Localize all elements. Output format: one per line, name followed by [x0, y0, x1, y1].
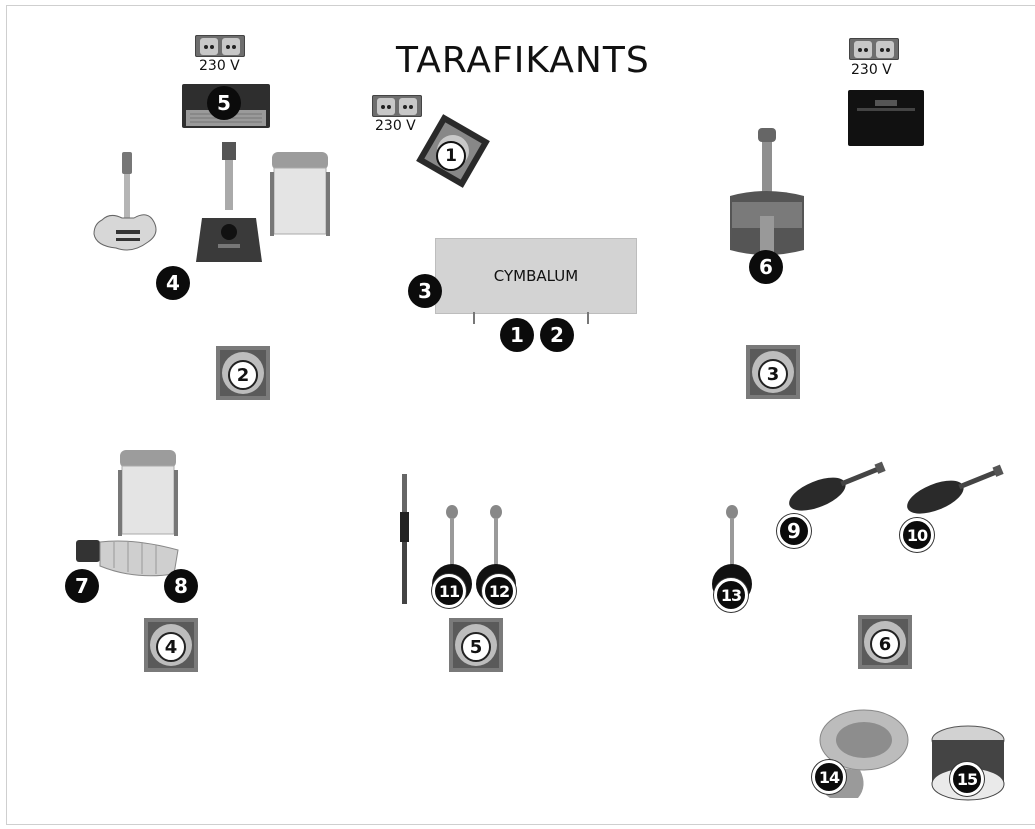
power-label: 230 V: [199, 58, 240, 74]
tuba-icon: [817, 709, 909, 798]
monitor-3-number: 3: [758, 359, 788, 389]
mic13-marker: 13: [714, 578, 748, 612]
violin10-marker: 10: [900, 518, 934, 552]
guitar-left-marker: 4: [156, 266, 190, 300]
violin-icon: [789, 461, 886, 511]
power-outlet-icon: [372, 95, 422, 117]
tuba14-marker: 14: [812, 760, 846, 794]
accordion-marker-a: 7: [65, 569, 99, 603]
cymbalum-side-marker: 3: [408, 274, 442, 308]
violin-icon: [907, 464, 1004, 514]
acoustic-guitar-icon: [196, 142, 262, 262]
microphone-stand-icon: [400, 474, 409, 604]
cymbalum-label: CYMBALUM: [493, 267, 579, 285]
monitor-5-number: 5: [461, 632, 491, 662]
power-outlet-icon: [849, 38, 899, 60]
mic12-marker: 12: [482, 574, 516, 608]
monitor-wedge-icon: 5: [449, 618, 503, 672]
double-bass-icon: [730, 128, 804, 256]
wedge-top-marker: 1: [436, 141, 466, 171]
cymbalum-mic2-marker: 2: [540, 318, 574, 352]
stage-frame: [6, 5, 1035, 825]
amp-left-marker: 5: [207, 86, 241, 120]
monitor-6-number: 6: [870, 629, 900, 659]
chair-icon: [118, 450, 178, 536]
cymbalum-mic1-marker: 1: [500, 318, 534, 352]
power-outlet-icon: [195, 35, 245, 57]
monitor-wedge-icon: 4: [144, 618, 198, 672]
monitor-2-number: 2: [228, 360, 258, 390]
cymbalum: CYMBALUM: [435, 238, 637, 314]
monitor-wedge-icon: 3: [746, 345, 800, 399]
electric-guitar-icon: [93, 152, 157, 251]
accordion-icon: [76, 540, 179, 577]
monitor-wedge-icon: 2: [216, 346, 270, 400]
drum15-marker: 15: [950, 762, 984, 796]
power-label: 230 V: [851, 62, 892, 78]
mic11-marker: 11: [432, 574, 466, 608]
power-label: 230 V: [375, 118, 416, 134]
bass-right-marker: 6: [749, 250, 783, 284]
accordion-marker-b: 8: [164, 569, 198, 603]
amplifier-icon: [848, 90, 924, 146]
monitor-4-number: 4: [156, 632, 186, 662]
violin9-marker: 9: [777, 514, 811, 548]
chair-icon: [270, 152, 330, 236]
page-title: TARAFIKANTS: [396, 40, 650, 81]
cymbalum-legs: [473, 312, 589, 324]
monitor-wedge-icon: 6: [858, 615, 912, 669]
